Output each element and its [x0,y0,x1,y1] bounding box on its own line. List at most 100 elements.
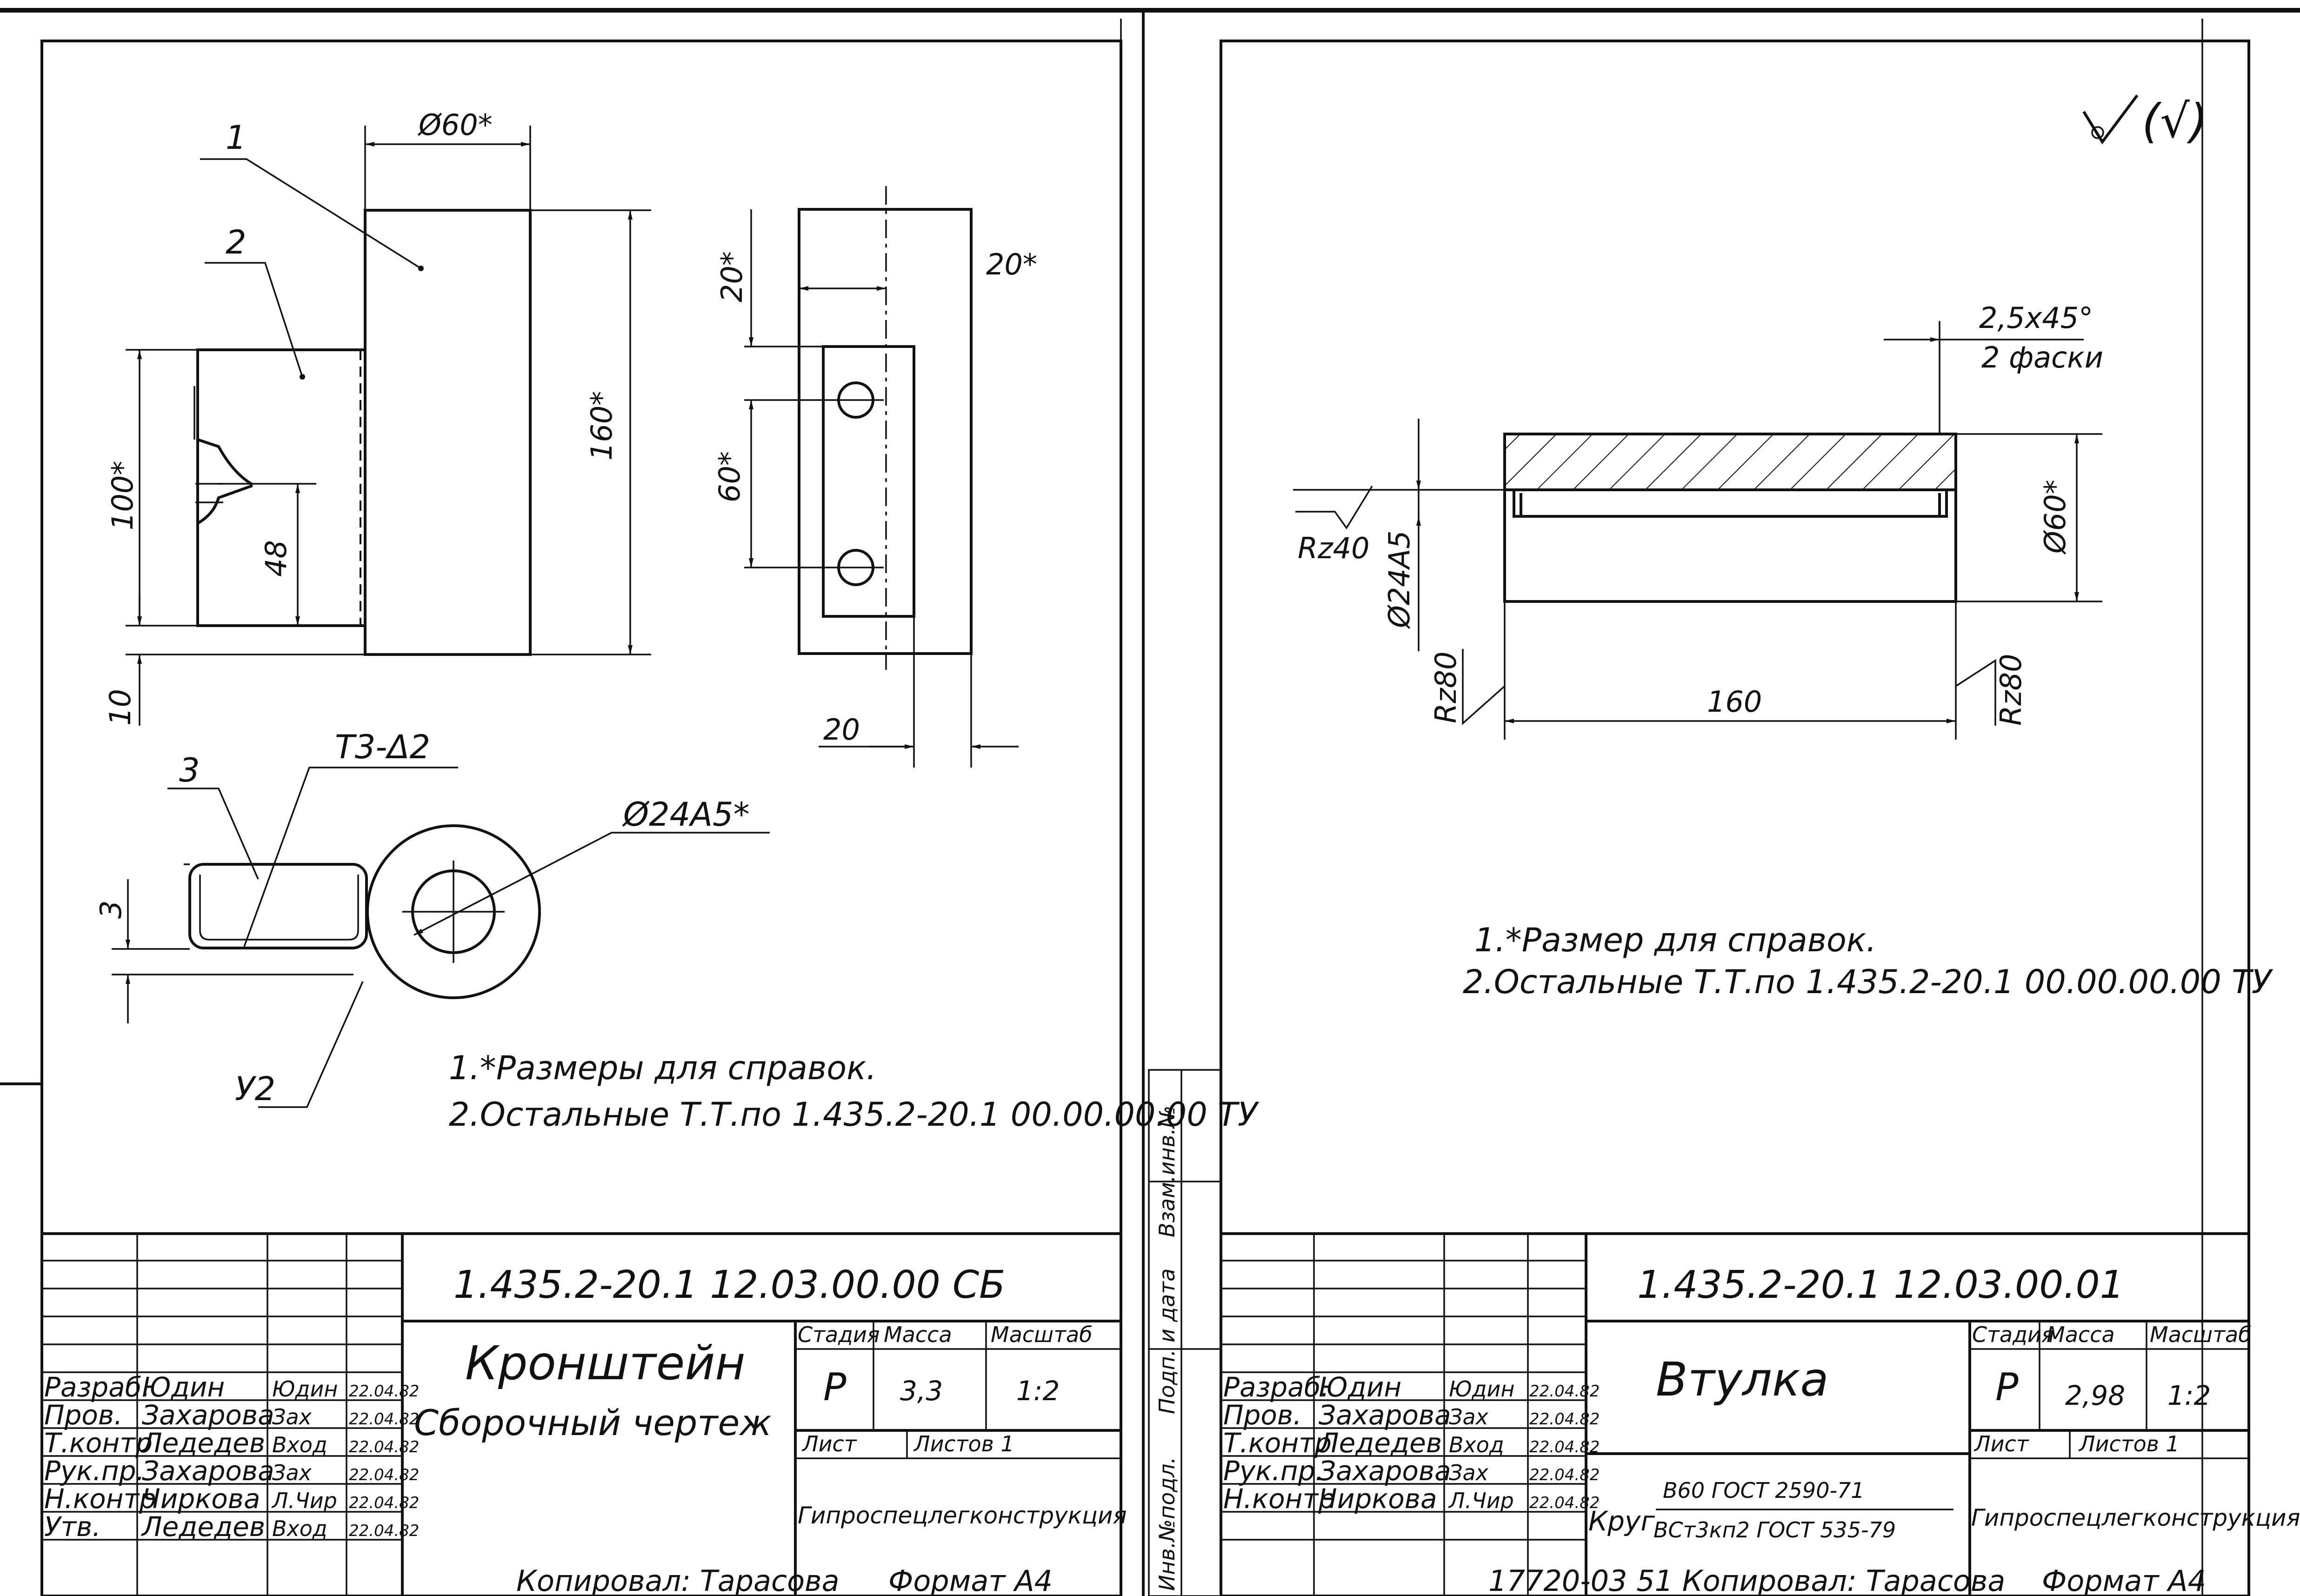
role-date: 22.04.82 [1529,1410,1600,1429]
left-sheet: 1 2 Ø60* 160* 100* 48 [40,40,1260,1596]
role-date: 22.04.82 [349,1410,419,1429]
role-name: Ледедев [1318,1427,1442,1459]
left-stage: Р [823,1365,847,1409]
material-top: В60 ГОСТ 2590-71 [1663,1478,1865,1503]
role-name: Захарова [142,1399,274,1431]
right-mass-header: Масса [2047,1322,2115,1347]
dim-d24r: Ø24A5 [1382,530,1416,629]
role-sign: Вход [1449,1432,1504,1457]
role-date: 22.04.82 [349,1438,419,1456]
role-sign: Л.Чир [1448,1488,1514,1513]
role-label: Рук.пр. [44,1455,145,1487]
part1-top-circle [366,824,541,999]
left-sheets-label: Листов 1 [913,1431,1014,1456]
right-sheet: Инв.№подл. Подп. и дата Взам.инв.№ (√) 2… [1148,40,2300,1596]
role-sign: Вход [272,1516,327,1541]
left-drawing-code: 1.435.2-20.1 12.03.00.00 СБ [453,1263,1005,1307]
dim-h48: 48 [259,540,293,577]
right-sheets-label: Листов 1 [2078,1431,2180,1456]
weld-label: Т3-Δ2 [335,728,430,766]
material-word: Круг [1588,1505,1655,1537]
leader-label-1: 1 [226,119,247,157]
role-sign: Зах [272,1404,312,1429]
leader-1 [200,158,421,269]
right-note-1: 1.*Размер для справок. [1474,921,1876,959]
rz40: Rz40 [1298,531,1370,565]
dim-w20b: 20* [715,251,749,302]
dim-h10: 10 [103,689,137,726]
left-scale: 1:2 [1016,1375,1060,1407]
dim-h3: 3 [94,901,128,919]
roughness-symbol: (√) [2082,94,2208,148]
role-label: Н.контр [1223,1483,1335,1515]
right-note-2: 2.Остальные Т.Т.по 1.435.2-20.1 00.00.00… [1463,963,2273,1001]
role-sign: Зах [1449,1460,1489,1485]
role-label: Пров. [44,1399,123,1431]
role-label: Т.контр [44,1427,153,1459]
role-date: 22.04.82 [349,1522,419,1540]
side-stamp: Инв.№подл. Подп. и дата Взам.инв.№ [1148,1069,1222,1596]
dim-h100: 100* [106,461,140,530]
right-footer: 17720-03 51 Копировал: Тарасова [1488,1564,2005,1596]
left-part-name: Кронштейн [465,1336,746,1390]
bushing-outline [1503,433,1957,603]
left-note-2: 2.Остальные Т.Т.по 1.435.2-20.1 00.00.00… [449,1095,1260,1134]
rz80-left: Rz80 [1429,651,1463,723]
global-frame [0,8,2300,1596]
role-name: Захарова [142,1455,274,1487]
leader-2 [205,262,303,377]
role-name: Захарова [1319,1455,1451,1487]
right-scale: 1:2 [2167,1380,2211,1411]
right-mass: 2,98 [2065,1380,2125,1411]
dim-d24: Ø24A5* [622,795,750,834]
right-frame [1220,40,2250,1596]
right-stage: Р [1995,1365,2019,1409]
weld-y2: У2 [235,1070,275,1108]
role-label: Рук.пр. [1223,1455,1324,1487]
dim-w20a: 20* [986,247,1037,281]
role-name: Чиркова [1319,1483,1437,1515]
roughness-bracket: (√) [2142,94,2208,148]
part2-bracket [196,348,365,627]
role-date: 22.04.82 [349,1382,419,1401]
role-name: Ледедев [141,1511,265,1543]
rz80-right: Rz80 [1994,654,2028,726]
role-date: 22.04.82 [349,1466,419,1484]
leader-label-3: 3 [179,751,200,789]
role-date: 22.04.82 [1529,1438,1600,1456]
front-view: 1 2 Ø60* 160* 100* 48 [103,108,651,726]
right-format: Формат А4 [2042,1564,2206,1596]
right-part-name: Втулка [1656,1352,1829,1407]
part3-channel [188,863,368,949]
dim-chamfer-note: 2 фаски [1981,341,2103,374]
left-roles: Разраб. Юдин Юдин 22.04.82 Пров. Захаров… [44,1371,419,1543]
role-sign: Зах [272,1460,312,1485]
role-name: Юдин [142,1371,225,1403]
role-date: 22.04.82 [1529,1466,1600,1484]
leader-weld [243,767,458,947]
leader-d24 [413,832,770,936]
left-note-1: 1.*Размеры для справок. [449,1049,877,1087]
top-view: 3 3 Т3-Δ2 Ø24A5* У2 [94,728,770,1108]
right-drawing-code: 1.435.2-20.1 12.03.00.01 [1637,1263,2124,1307]
role-sign: Вход [272,1432,327,1457]
dim-h60: 60* [713,451,747,502]
material-bottom: ВСт3кп2 ГОСТ 535-79 [1653,1517,1896,1543]
role-name: Юдин [1319,1371,1401,1403]
right-roles: Разраб. Юдин Юдин 22.04.82 Пров. Захаров… [1223,1371,1600,1515]
left-format: Формат А4 [888,1564,1053,1596]
role-sign: Зах [1449,1404,1489,1429]
right-title-block: 1.435.2-20.1 12.03.00.01 Втулка Стадия М… [1221,1232,2300,1596]
dim-d60r: Ø60* [2038,480,2072,555]
role-name: Чиркова [142,1483,260,1515]
leader-y2 [258,981,364,1108]
left-mass: 3,3 [900,1375,943,1407]
left-stage-header: Стадия [798,1322,880,1347]
right-sheet-label: Лист [1973,1431,2029,1456]
role-name: Захарова [1319,1399,1451,1431]
role-label: Разраб. [44,1371,150,1403]
role-date: 22.04.82 [1529,1382,1600,1401]
bushing-view: 2,5x45° 2 фаски Ø60* Ø24A5 Rz40 160 Rz80 [1293,301,2103,740]
role-date: 22.04.82 [1529,1494,1600,1512]
dim-h160: 160* [585,391,619,461]
